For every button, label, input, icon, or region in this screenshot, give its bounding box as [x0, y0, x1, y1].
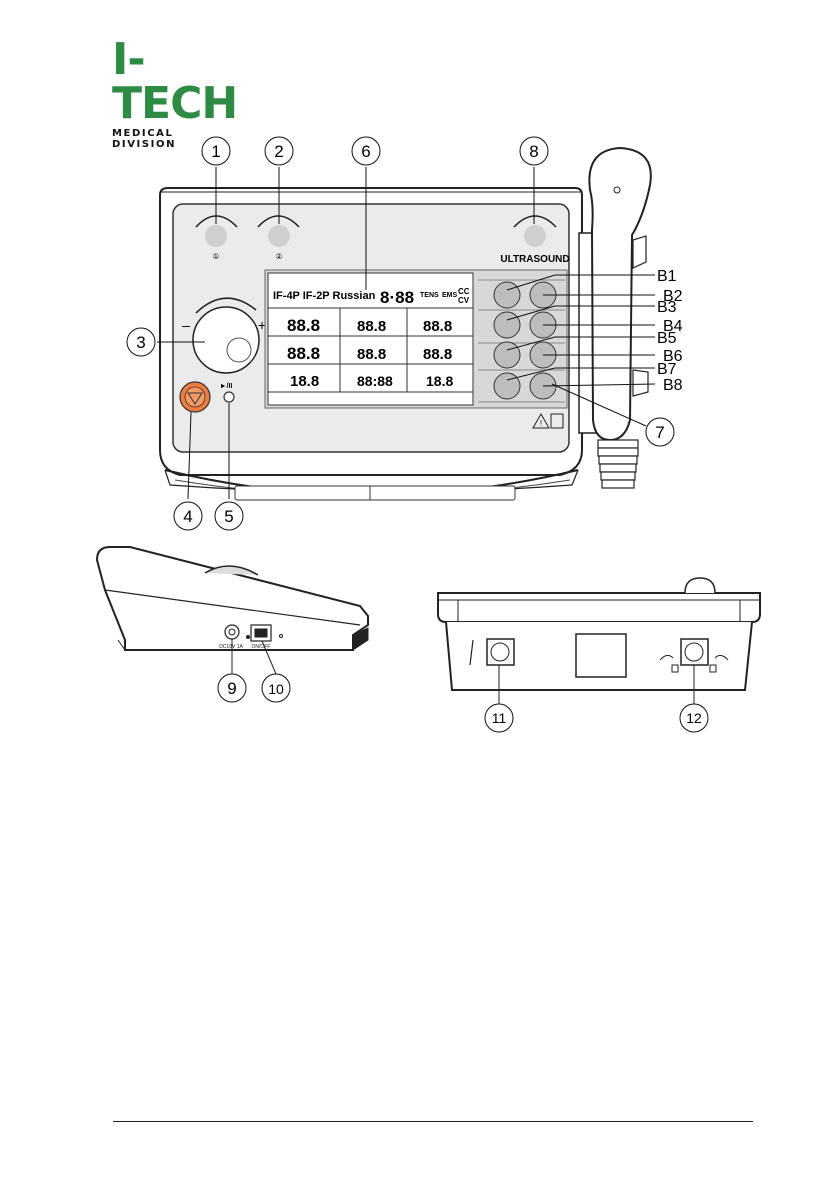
ultrasound-label: ULTRASOUND [500, 254, 569, 265]
output-mark-2: ② [275, 252, 282, 261]
callout-9: 9 [227, 679, 236, 698]
switch-label: ON/OFF [252, 644, 271, 650]
svg-text:!: ! [540, 419, 542, 428]
lcd-digits-3a: 18.8 [290, 373, 319, 390]
ultrasound-handpiece [579, 148, 651, 488]
lcd-digits-2a: 88.8 [287, 344, 320, 363]
lcd-digits-1c: 88.8 [423, 318, 452, 335]
lcd-ems: EMS [442, 292, 458, 299]
lcd-modes: IF-4P IF-2P Russian [273, 290, 376, 302]
lcd-cv: CV [458, 296, 470, 305]
label-b1: B1 [657, 268, 677, 285]
panel-button-b3[interactable] [494, 312, 520, 338]
callout-3: 3 [136, 333, 145, 352]
knob-play-label: ►/II [220, 383, 233, 390]
lcd-cc: CC [458, 287, 470, 296]
side-view: DC18V 1A ON/OFF [97, 547, 368, 674]
lcd-program: 8·88 [380, 288, 414, 307]
callout-7: 7 [655, 423, 664, 442]
panel-button-b1[interactable] [494, 282, 520, 308]
label-b8: B8 [663, 377, 683, 394]
footer-rule [113, 1121, 753, 1122]
lcd-digits-3c: 18.8 [426, 373, 453, 389]
indicator-led [224, 392, 234, 402]
callout-4: 4 [183, 507, 192, 526]
lcd-digits-1b: 88.8 [357, 318, 386, 335]
front-view: ① ② ULTRASOUND – + ►/II [157, 148, 655, 500]
panel-button-b7[interactable] [494, 373, 520, 399]
knob-minus: – [182, 317, 190, 333]
callout-2: 2 [274, 142, 283, 161]
lcd-digits-1a: 88.8 [287, 316, 320, 335]
label-b3: B3 [657, 299, 677, 316]
dc-label: DC18V 1A [219, 644, 243, 650]
stop-button[interactable] [180, 382, 210, 412]
lcd-digits-2b: 88.8 [357, 346, 386, 363]
callout-5: 5 [224, 507, 233, 526]
callout-8: 8 [529, 142, 538, 161]
callout-11: 11 [492, 710, 507, 726]
callout-10: 10 [268, 681, 284, 697]
panel-button-b5[interactable] [494, 342, 520, 368]
callout-6: 6 [361, 142, 370, 161]
lcd-digits-3b: 88:88 [357, 373, 393, 389]
callout-1: 1 [211, 142, 220, 161]
back-view [438, 578, 760, 704]
lcd-tens: TENS [420, 292, 439, 299]
label-b5: B5 [657, 330, 677, 347]
callout-12: 12 [686, 710, 702, 726]
output-mark-1: ① [212, 252, 219, 261]
button-labels: B1 B2 B3 B4 B5 B6 B7 B8 [657, 268, 683, 394]
lcd-digits-2c: 88.8 [423, 346, 452, 363]
label-b7: B7 [657, 361, 677, 378]
